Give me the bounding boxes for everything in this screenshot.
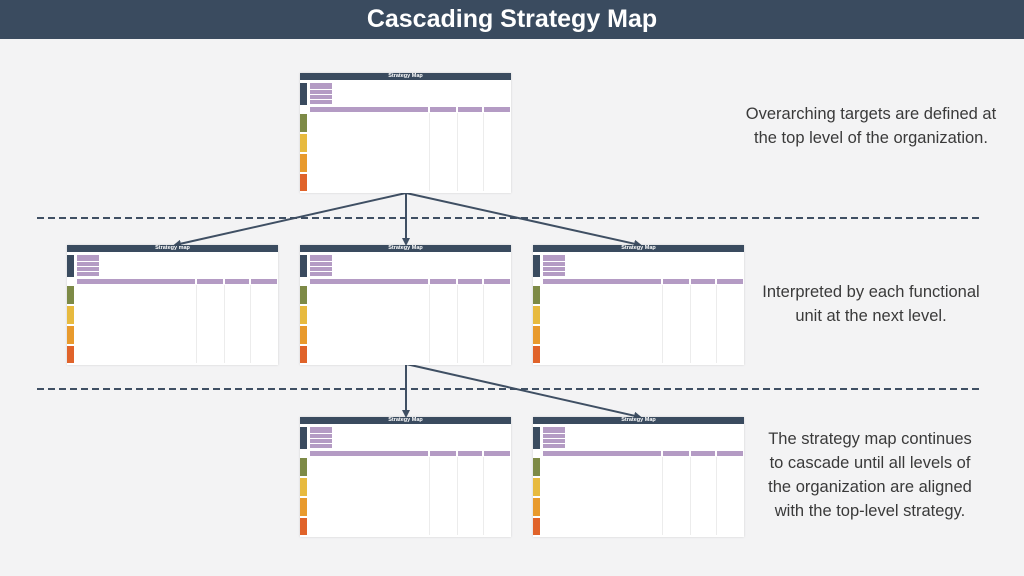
perspective-bar bbox=[533, 255, 540, 277]
perspective-bar bbox=[533, 427, 540, 449]
column-header bbox=[484, 279, 510, 284]
strategy-map-bottom-left: Strategy Map bbox=[300, 417, 511, 537]
perspective-bar bbox=[300, 154, 307, 172]
purpose-box bbox=[310, 83, 332, 104]
purpose-box bbox=[543, 255, 565, 276]
caption-top: Overarching targets are defined at the t… bbox=[726, 102, 1016, 150]
objectives-header bbox=[310, 451, 428, 456]
caption-line: Overarching targets are defined at bbox=[745, 105, 997, 123]
purpose-box bbox=[77, 255, 99, 276]
purpose-box bbox=[310, 255, 332, 276]
perspective-bar bbox=[533, 478, 540, 496]
caption-line: with the top-level strategy. bbox=[774, 502, 966, 520]
purpose-box bbox=[543, 427, 565, 448]
perspective-bar bbox=[67, 326, 74, 344]
caption-line: to cascade until all levels of bbox=[769, 454, 971, 472]
column-header bbox=[430, 107, 456, 112]
strategy-map-title: Strategy Map bbox=[300, 73, 511, 80]
objectives-header bbox=[543, 451, 661, 456]
perspective-bar bbox=[300, 518, 307, 535]
purpose-box bbox=[310, 427, 332, 448]
caption-line: Interpreted by each functional bbox=[762, 283, 980, 301]
perspective-bar bbox=[300, 346, 307, 363]
perspective-bar bbox=[533, 326, 540, 344]
column-header bbox=[458, 107, 482, 112]
title-bar: Cascading Strategy Map bbox=[0, 0, 1024, 39]
caption-line: the top level of the organization. bbox=[754, 129, 988, 147]
strategy-map-mid-center: Strategy Map bbox=[300, 245, 511, 365]
perspective-bar bbox=[533, 458, 540, 476]
column-header bbox=[717, 279, 743, 284]
perspective-bar bbox=[67, 346, 74, 363]
column-header bbox=[251, 279, 277, 284]
perspective-bar bbox=[300, 174, 307, 191]
perspective-bar bbox=[67, 286, 74, 304]
objectives-header bbox=[77, 279, 195, 284]
strategy-map-top: Strategy Map bbox=[300, 73, 511, 193]
column-header bbox=[225, 279, 249, 284]
perspective-bar bbox=[300, 427, 307, 449]
perspective-bar bbox=[300, 498, 307, 516]
column-header bbox=[458, 279, 482, 284]
column-header bbox=[197, 279, 223, 284]
objectives-header bbox=[310, 107, 428, 112]
perspective-bar bbox=[300, 306, 307, 324]
column-header bbox=[458, 451, 482, 456]
perspective-bar bbox=[300, 83, 307, 105]
strategy-map-mid-right: Strategy Map bbox=[533, 245, 744, 365]
perspective-bar bbox=[300, 255, 307, 277]
arrow-top-to-mid-left bbox=[173, 192, 407, 248]
arrow-top-to-mid-right bbox=[405, 192, 642, 248]
caption-bottom: The strategy map continues to cascade un… bbox=[742, 427, 998, 523]
perspective-bar bbox=[300, 326, 307, 344]
perspective-bar bbox=[300, 286, 307, 304]
perspective-bar bbox=[67, 255, 74, 277]
strategy-map-bottom-right: Strategy Map bbox=[533, 417, 744, 537]
column-header bbox=[430, 451, 456, 456]
perspective-bar bbox=[533, 518, 540, 535]
column-header bbox=[663, 279, 689, 284]
strategy-map-title: Strategy Map bbox=[300, 417, 511, 424]
objectives-header bbox=[310, 279, 428, 284]
caption-line: unit at the next level. bbox=[795, 307, 947, 325]
column-header bbox=[691, 279, 715, 284]
caption-line: the organization are aligned bbox=[768, 478, 972, 496]
strategy-map-title: Strategy Map bbox=[533, 417, 744, 424]
column-header bbox=[430, 279, 456, 284]
column-header bbox=[484, 107, 510, 112]
perspective-bar bbox=[533, 498, 540, 516]
perspective-bar bbox=[533, 286, 540, 304]
column-header bbox=[691, 451, 715, 456]
strategy-map-title: Strategy Map bbox=[300, 245, 511, 252]
perspective-bar bbox=[533, 306, 540, 324]
perspective-bar bbox=[67, 306, 74, 324]
strategy-map-mid-left: Strategy map bbox=[67, 245, 278, 365]
perspective-bar bbox=[300, 458, 307, 476]
column-header bbox=[484, 451, 510, 456]
perspective-bar bbox=[300, 114, 307, 132]
column-header bbox=[663, 451, 689, 456]
caption-middle: Interpreted by each functional unit at t… bbox=[743, 280, 999, 328]
caption-line: The strategy map continues bbox=[768, 430, 972, 448]
perspective-bar bbox=[533, 346, 540, 363]
page-title: Cascading Strategy Map bbox=[366, 5, 658, 33]
objectives-header bbox=[543, 279, 661, 284]
strategy-map-title: Strategy map bbox=[67, 245, 278, 252]
arrow-mid-to-bottom-right bbox=[405, 363, 642, 420]
strategy-map-title: Strategy Map bbox=[533, 245, 744, 252]
column-header bbox=[717, 451, 743, 456]
perspective-bar bbox=[300, 134, 307, 152]
perspective-bar bbox=[300, 478, 307, 496]
